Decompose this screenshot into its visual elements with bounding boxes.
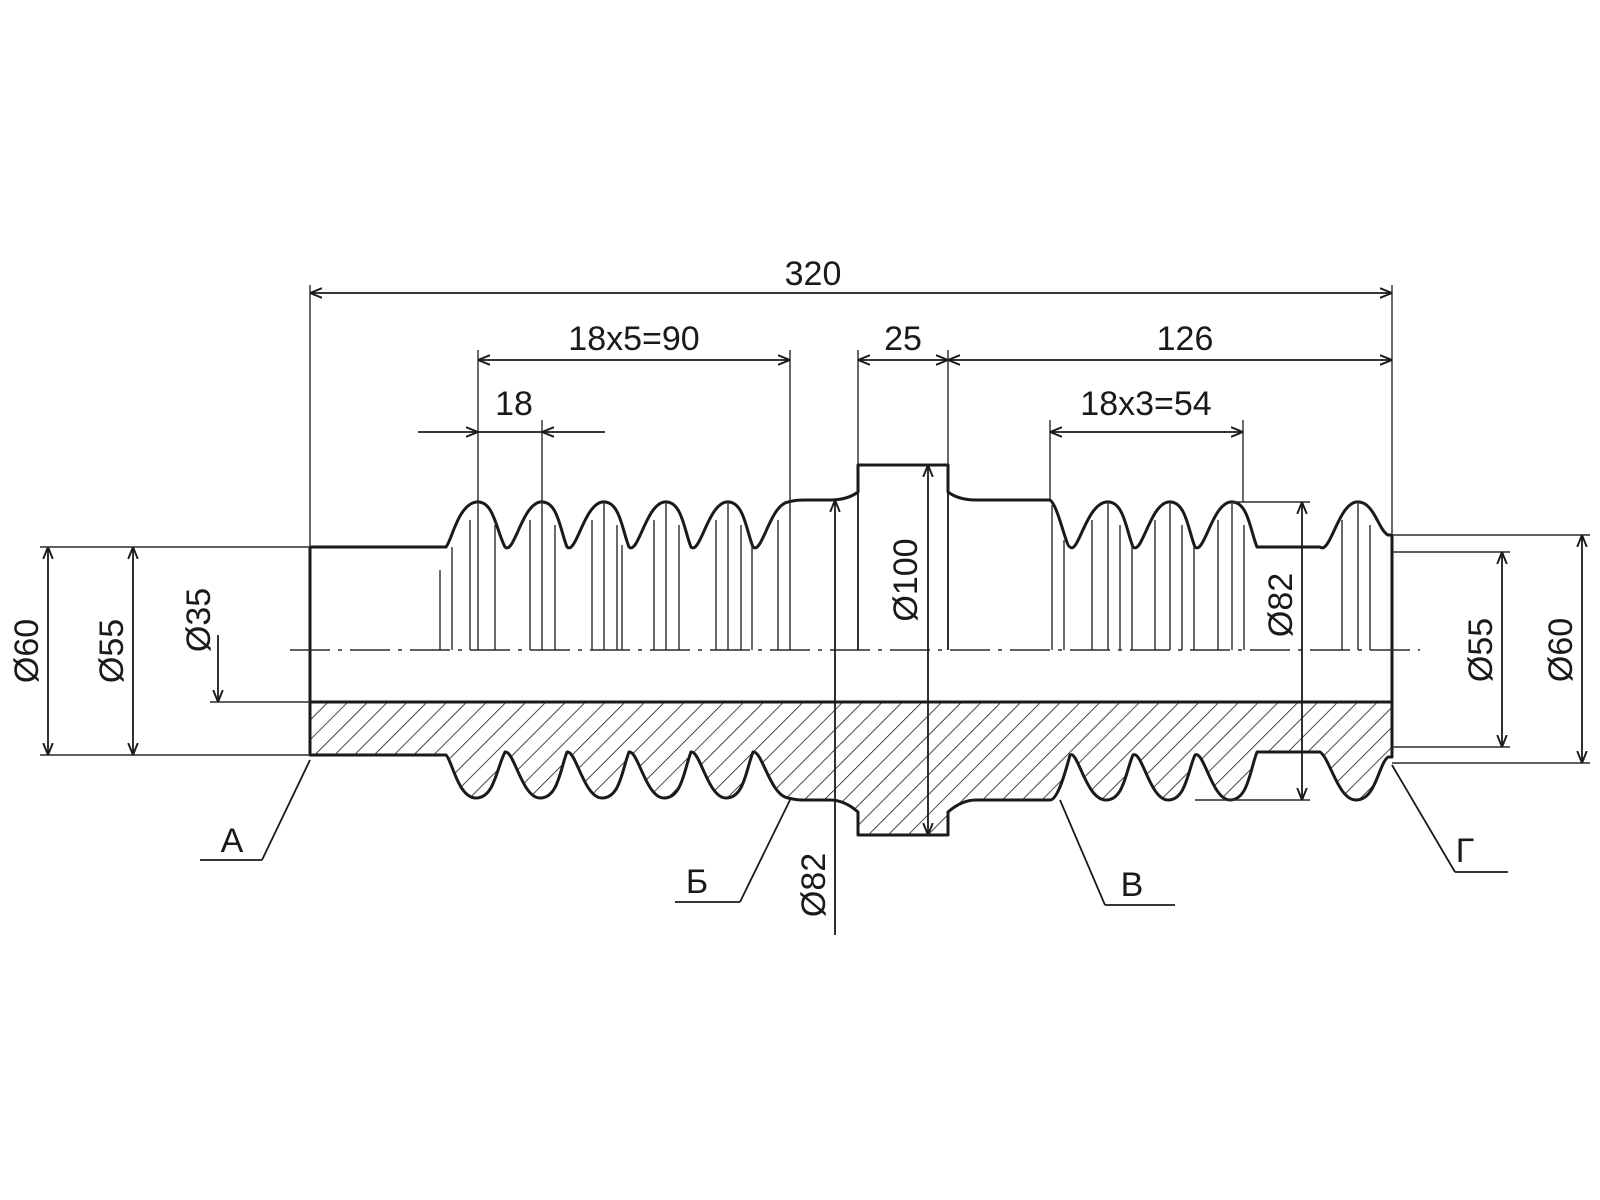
dim-d82-bottom-label: Ø82 xyxy=(795,853,833,917)
dim-d82-right-label: Ø82 xyxy=(1262,573,1300,637)
dim-d55-right-label: Ø55 xyxy=(1462,618,1500,682)
dim-collar-width: 25 xyxy=(857,320,949,465)
dim-54-label: 18x3=54 xyxy=(1080,385,1211,423)
dim-right-length: 126 xyxy=(948,320,1392,360)
dim-25-label: 25 xyxy=(884,320,922,358)
label-b: Б xyxy=(686,863,708,901)
label-g: Г xyxy=(1456,832,1474,870)
dim-pitch: 18 xyxy=(418,385,605,502)
dim-d60-left-label: Ø60 xyxy=(8,619,46,683)
dim-groove-right: Ø82 xyxy=(1195,501,1310,801)
upper-profile xyxy=(310,463,1392,550)
dim-groove-bottom: Ø82 xyxy=(795,500,835,935)
label-v: В xyxy=(1121,866,1144,904)
leader-v: В xyxy=(1059,799,1175,906)
dim-d55-left-label: Ø55 xyxy=(93,619,131,683)
label-a: А xyxy=(221,822,244,860)
groove-lines xyxy=(439,502,1371,650)
dim-left-diameters: Ø60 Ø55 Ø35 xyxy=(8,546,310,756)
leader-g: Г xyxy=(1391,764,1508,873)
dim-320-label: 320 xyxy=(785,255,842,293)
dim-d35-label: Ø35 xyxy=(180,588,218,652)
dim-d100-label: Ø100 xyxy=(887,538,925,621)
dim-overall: 320 xyxy=(309,255,1393,547)
dim-126-label: 126 xyxy=(1157,320,1214,358)
dim-18-label: 18 xyxy=(495,385,533,423)
dim-right-diameters: Ø55 Ø60 xyxy=(1392,534,1590,764)
leader-a: А xyxy=(200,759,311,861)
section-hatched xyxy=(308,700,1394,837)
dim-collar-diameter: Ø100 xyxy=(887,465,928,835)
dim-d60-right-label: Ø60 xyxy=(1542,618,1580,682)
leader-b: Б xyxy=(675,799,791,903)
dim-pitch-left: 18x5=90 xyxy=(477,320,791,502)
dim-90-label: 18x5=90 xyxy=(568,320,699,358)
dim-pitch-right: 18x3=54 xyxy=(1049,385,1244,502)
